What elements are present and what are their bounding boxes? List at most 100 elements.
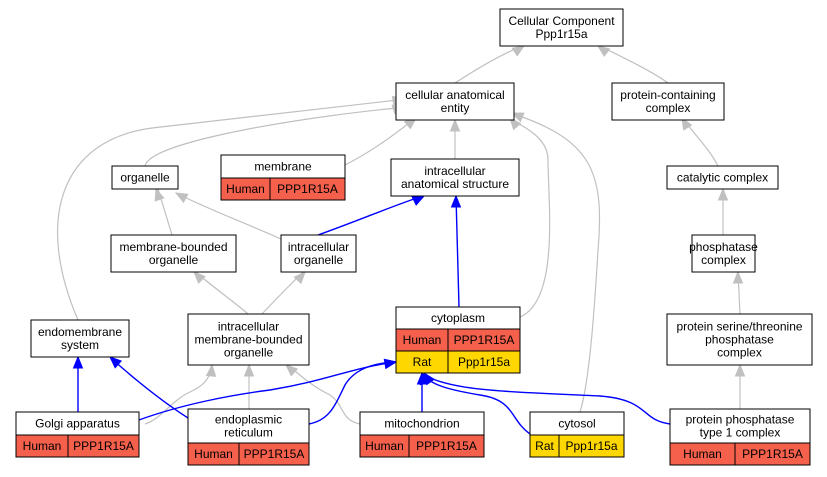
species-label: Human <box>403 333 442 347</box>
node-label: phosphatase <box>705 333 774 347</box>
node-label: organelle <box>294 253 344 267</box>
node-organelle[interactable]: organelle <box>111 165 179 190</box>
edge-arrowhead <box>734 363 746 377</box>
edge-cat-pcc <box>681 116 719 167</box>
edge-line <box>111 358 189 419</box>
node-label: anatomical structure <box>401 177 509 191</box>
annotation-row <box>15 434 140 458</box>
gene-label: PPP1R15A <box>416 439 477 453</box>
edge-pp1-pstp <box>734 363 746 409</box>
edge-membrane-cae <box>344 117 418 166</box>
node-label: cytosol <box>558 417 595 431</box>
node-label: intracellular <box>218 320 279 334</box>
edge-arrowhead <box>205 363 217 377</box>
node-catalytic[interactable]: catalytic complex <box>666 165 779 190</box>
edge-cyto-ias <box>450 194 462 308</box>
node-label: membrane <box>254 160 312 174</box>
edge-arrowhead <box>243 363 255 377</box>
edge-line <box>177 193 282 240</box>
edge-golgi-imbo <box>144 363 217 425</box>
edge-er-cyto <box>308 358 398 425</box>
node-label: intracellular <box>288 240 349 254</box>
edge-arrowhead <box>509 116 522 131</box>
node-label: endoplasmic <box>215 413 282 427</box>
edge-pp1-cyto <box>423 371 671 425</box>
node-label: protein-containing <box>620 88 715 102</box>
edge-arrowhead <box>450 194 462 208</box>
edge-line <box>138 361 397 421</box>
edge-phos-cat <box>717 187 729 235</box>
edge-arrowhead <box>717 187 729 201</box>
node-label: complex <box>717 346 762 360</box>
node-box <box>611 82 725 121</box>
species-label: Human <box>365 439 404 453</box>
node-box <box>666 313 813 366</box>
gene-label: PPP1R15A <box>277 182 338 196</box>
edge-cytosol-cae <box>510 112 601 413</box>
edge-line <box>57 99 399 321</box>
gene-label: Ppp1r15a <box>565 439 617 453</box>
node-label: cytoplasm <box>431 311 485 325</box>
species-label: Rat <box>413 355 432 369</box>
edge-arrowhead <box>681 116 693 131</box>
edge-arrowhead <box>285 364 299 377</box>
node-label: type 1 complex <box>700 426 781 440</box>
edge-io-ias <box>317 195 426 236</box>
node-label: catalytic complex <box>677 171 768 185</box>
node-label: cellular anatomical <box>405 88 504 102</box>
node-label: reticulum <box>224 426 273 440</box>
edge-imbo-mbo <box>193 271 249 315</box>
node-label: system <box>61 338 99 352</box>
node-label: protein phosphatase <box>686 413 795 427</box>
node-box <box>30 319 130 358</box>
annotation-row <box>187 442 310 466</box>
edge-arrowhead <box>193 271 206 284</box>
node-box <box>691 234 756 273</box>
node-label: membrane-bounded <box>119 240 227 254</box>
edge-arrowhead <box>732 270 744 284</box>
node-label: protein serine/threonine <box>676 320 802 334</box>
node-label: phosphatase <box>689 240 758 254</box>
edge-arrowhead <box>72 355 84 369</box>
gene-label: PPP1R15A <box>244 447 305 461</box>
edge-line <box>513 113 601 413</box>
gene-label: PPP1R15A <box>454 333 515 347</box>
edge-ias-cae <box>449 118 461 159</box>
edge-line <box>454 45 523 84</box>
node-box <box>280 234 357 273</box>
node-label: organelle <box>224 346 274 360</box>
edge-pcc-root <box>596 45 669 84</box>
edge-arrowhead <box>511 45 526 57</box>
edge-er-imbo <box>243 363 255 409</box>
edge-pstp-phos <box>732 270 744 315</box>
edge-imbo-io <box>261 271 306 315</box>
node-label: mitochondrion <box>384 417 459 431</box>
species-label: Human <box>226 182 265 196</box>
node-box <box>111 165 179 190</box>
node-pstp[interactable]: protein serine/threoninephosphatasecompl… <box>666 313 813 366</box>
node-label: endomembrane <box>38 325 122 339</box>
edge-line <box>599 45 669 84</box>
edge-mito-imbo <box>285 364 361 425</box>
edge-mbo-organelle <box>154 187 173 236</box>
node-box <box>395 82 515 121</box>
node-label: complex <box>701 253 746 267</box>
